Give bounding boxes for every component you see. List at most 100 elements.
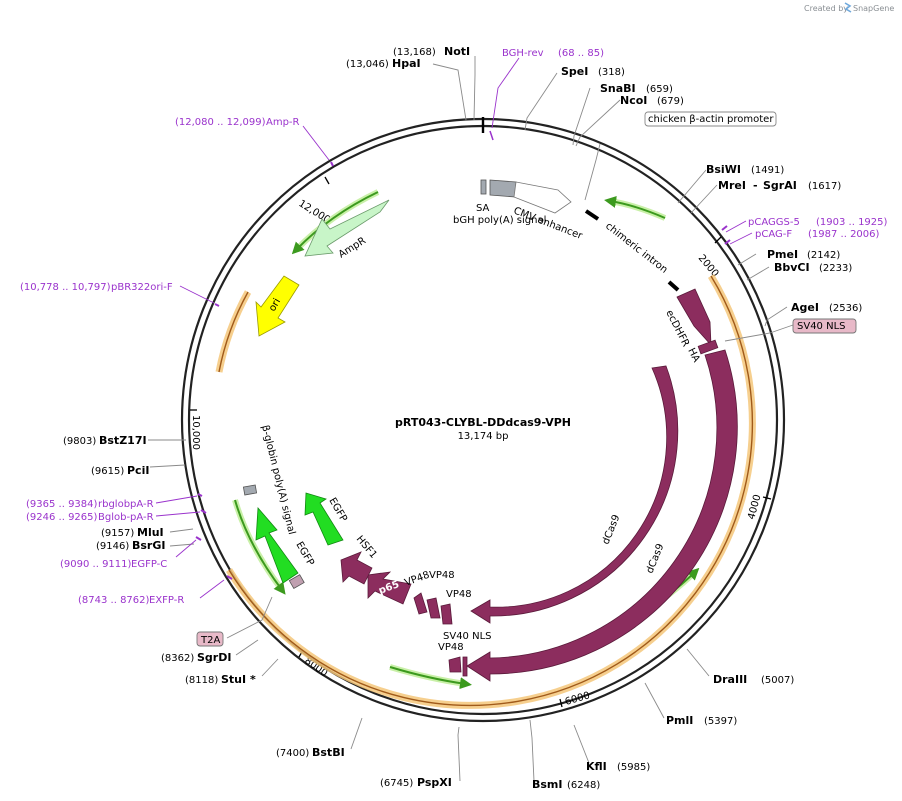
enzyme-DraIII[interactable]: DraIII (5007)	[713, 673, 794, 686]
enzyme-PspXI[interactable]: (6745) PspXI	[380, 776, 452, 789]
orf-arc-right	[226, 274, 756, 709]
primer-pCAG-F[interactable]: pCAG-F (1987 .. 2006)	[755, 229, 880, 240]
svg-text:(2536): (2536)	[829, 303, 862, 314]
primer-bgh-rev-mark	[489, 130, 494, 141]
svg-text:SgrAI: SgrAI	[763, 179, 797, 192]
enzyme-MluI[interactable]: (9157) MluI	[101, 526, 164, 539]
primer-Bglob-pA-R[interactable]: (9246 .. 9265) Bglob-pA-R	[26, 512, 154, 523]
dcas9-inner-arrow	[470, 365, 679, 624]
bgh-polya-feature	[489, 179, 517, 198]
svg-text:(9146): (9146)	[96, 541, 129, 552]
label-vp48-b: VP48	[429, 570, 455, 581]
svg-text:MluI: MluI	[137, 526, 164, 539]
snapgene-logo-icon	[844, 2, 852, 13]
svg-text:BsmI: BsmI	[532, 778, 563, 791]
svg-text:(1987 .. 2006): (1987 .. 2006)	[808, 229, 880, 240]
tick-12000: 12,000	[296, 176, 332, 226]
label-chimeric-intron: chimeric intron	[603, 221, 669, 276]
enzyme-NotI[interactable]: (13,168) NotI	[393, 45, 470, 58]
svg-text:(8362): (8362)	[161, 653, 194, 664]
svg-text:(659): (659)	[646, 84, 673, 95]
label-vp48-c: VP48	[446, 589, 472, 600]
svg-text:(1617): (1617)	[808, 181, 841, 192]
ecdhfr-arrow	[676, 288, 712, 347]
svg-text:2000: 2000	[696, 253, 721, 280]
label-dcas9-inner: dCas9	[601, 513, 623, 546]
primer-EXFP-R[interactable]: (8743 .. 8762) EXFP-R	[78, 595, 184, 606]
enzyme-MreI-SgrAI[interactable]: MreI - SgrAI (1617)	[718, 179, 841, 192]
svg-text:EXFP-R: EXFP-R	[149, 595, 184, 606]
enzyme-PmeI[interactable]: PmeI (2142)	[767, 248, 840, 261]
svg-text:NotI: NotI	[444, 45, 470, 58]
svg-text:(9365 .. 9384): (9365 .. 9384)	[26, 499, 98, 510]
svg-text:(9157): (9157)	[101, 528, 134, 539]
enzyme-StuI[interactable]: (8118) StuI *	[185, 673, 256, 686]
svg-text:SnaBI: SnaBI	[600, 82, 636, 95]
vp48-small-feature	[462, 656, 468, 677]
sv40-nls-box-label[interactable]: SV40 NLS	[792, 318, 857, 334]
plasmid-name: pRT043-CLYBL-DDdcas9-VPH	[395, 416, 571, 429]
label-ampr: AmpR	[337, 235, 368, 260]
enzyme-SpeI[interactable]: SpeI (318)	[561, 65, 625, 78]
svg-text:(13,046): (13,046)	[346, 59, 389, 70]
enzyme-BsiWI[interactable]: BsiWI (1491)	[706, 163, 784, 176]
svg-text:(9090 .. 9111): (9090 .. 9111)	[60, 559, 132, 570]
primer-amp-r-mark	[330, 161, 334, 167]
orf-arrow-bottom	[389, 664, 472, 690]
svg-text:(8743 .. 8762): (8743 .. 8762)	[78, 595, 150, 606]
primer-pBR322ori-F[interactable]: (10,778 .. 10,797) pBR322ori-F	[20, 282, 173, 293]
p65-arrow	[367, 571, 412, 605]
ha-tag	[697, 339, 719, 355]
svg-text:MreI: MreI	[718, 179, 746, 192]
primer-pcaggs5-mark	[721, 225, 728, 231]
dcas9-outer-arrow	[466, 349, 738, 682]
svg-text:pCAGGS-5: pCAGGS-5	[748, 217, 800, 228]
primer-BGH-rev[interactable]: BGH-rev (68 .. 85)	[502, 48, 604, 59]
primer-pbr322ori-mark	[214, 303, 220, 307]
orf-arc-left	[215, 290, 252, 373]
enzyme-SnaBI[interactable]: SnaBI (659)	[600, 82, 673, 95]
promoter-label[interactable]: chicken β-actin promoter	[644, 111, 777, 127]
svg-text:SgrDI: SgrDI	[197, 651, 231, 664]
t2a-box-label[interactable]: T2A	[196, 631, 224, 647]
enzyme-BstZ17I[interactable]: (9803) BstZ17I	[63, 434, 147, 447]
label-sv40-nls: SV40 NLS	[443, 631, 492, 642]
primer-EGFP-C[interactable]: (9090 .. 9111) EGFP-C	[60, 559, 167, 570]
enzyme-AgeI[interactable]: AgeI (2536)	[791, 301, 862, 314]
enzyme-SgrDI[interactable]: (8362) SgrDI	[161, 651, 231, 664]
svg-text:BbvCI: BbvCI	[774, 261, 810, 274]
svg-text:SV40 NLS: SV40 NLS	[797, 321, 846, 332]
primer-Amp-R[interactable]: (12,080 .. 12,099) Amp-R	[175, 117, 300, 128]
label-bgh-polya: bGH poly(A) signal	[453, 215, 546, 226]
enzyme-HpaI[interactable]: (13,046) HpaI	[346, 57, 421, 70]
primer-egfp-c-mark	[195, 536, 202, 541]
svg-text:AgeI: AgeI	[791, 301, 819, 314]
svg-text:pBR322ori-F: pBR322ori-F	[111, 282, 173, 293]
primer-bglob-mark	[200, 509, 207, 514]
credit-prefix: Created by	[804, 4, 848, 13]
enzyme-BsmI[interactable]: BsmI (6248)	[532, 778, 600, 791]
svg-text:(6248): (6248)	[567, 780, 600, 791]
cmv-enhancer-feature	[513, 181, 572, 214]
enzyme-NcoI[interactable]: NcoI (679)	[620, 94, 684, 107]
svg-text:(1491): (1491)	[751, 165, 784, 176]
orf-arrow-ampr	[291, 189, 380, 255]
svg-text:Amp-R: Amp-R	[266, 117, 300, 128]
enzyme-PciI[interactable]: (9615) PciI	[91, 464, 149, 477]
svg-text:(6745): (6745)	[380, 778, 413, 789]
ampr-arrow	[304, 199, 390, 257]
bglobin-feature	[242, 484, 258, 496]
enzyme-BstBI[interactable]: (7400) BstBI	[276, 746, 345, 759]
enzyme-BsrGI[interactable]: (9146) BsrGI	[96, 539, 165, 552]
svg-text:PspXI: PspXI	[417, 776, 452, 789]
svg-text:-: -	[753, 179, 758, 192]
primer-rbglobpA-R[interactable]: (9365 .. 9384) rbglobpA-R	[26, 499, 154, 510]
primer-pCAGGS-5[interactable]: pCAGGS-5 (1903 .. 1925)	[748, 217, 888, 228]
enzyme-KflI[interactable]: KflI (5985)	[586, 760, 650, 773]
svg-text:(679): (679)	[657, 96, 684, 107]
label-vp48-d: VP48	[438, 642, 464, 653]
enzyme-BbvCI[interactable]: BbvCI (2233)	[774, 261, 852, 274]
svg-text:(318): (318)	[598, 67, 625, 78]
svg-text:(5985): (5985)	[617, 762, 650, 773]
enzyme-PmlI[interactable]: PmlI (5397)	[666, 714, 737, 727]
